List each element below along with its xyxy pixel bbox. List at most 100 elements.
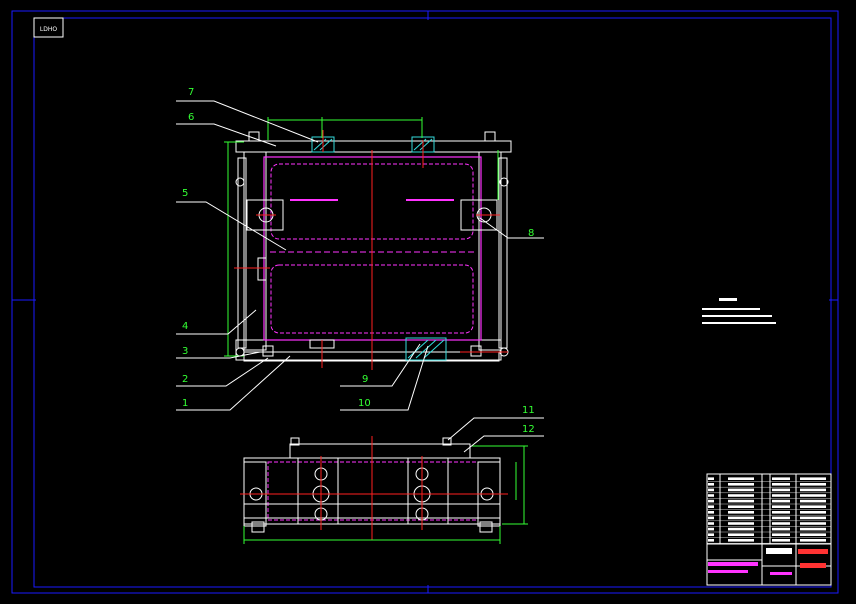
top-view-block: [297, 457, 339, 525]
left-clamp-block: [246, 199, 284, 231]
parts-row-cell: [728, 522, 754, 525]
parts-row-cell: [728, 516, 754, 520]
title-stamp-magenta: [770, 572, 792, 575]
parts-row-cell: [708, 494, 714, 497]
parts-row-cell: [800, 494, 826, 497]
parts-list-frame: [706, 473, 832, 586]
parts-row-cell: [800, 488, 826, 492]
leader-9: [340, 343, 421, 387]
parts-row-cell: [728, 494, 754, 497]
top-beam: [235, 140, 512, 153]
parts-row-cell: [708, 533, 714, 536]
leader-lines: [176, 100, 544, 453]
corner-tag-box: [33, 17, 64, 38]
parts-row-cell: [800, 483, 826, 486]
callout-11: 11: [522, 405, 535, 416]
top-view-block: [407, 457, 449, 525]
outer-frame: [11, 10, 839, 594]
title-stamp-red: [798, 549, 828, 554]
callout-labels: 7 6 5 4 3 2 1 8 9 10 11 12: [182, 87, 535, 435]
parts-row-cell: [800, 522, 826, 525]
parts-row-cell: [772, 539, 790, 542]
parts-row-cell: [728, 488, 754, 492]
leader-11: [447, 417, 544, 441]
leader-12: [463, 435, 544, 453]
parts-row-cell: [800, 505, 826, 508]
top-view-foot: [251, 521, 265, 533]
callout-10: 10: [358, 398, 371, 409]
parts-row-cell: [708, 483, 714, 486]
clamp-hatch: [419, 138, 433, 151]
parts-row-cell: [800, 533, 826, 536]
notes-line-bar: [702, 322, 776, 324]
parts-row-cell: [708, 505, 714, 508]
front-view: [224, 117, 512, 370]
right-side-plate: [498, 157, 508, 349]
parts-row-cell: [800, 539, 826, 542]
bottom-support: [405, 337, 447, 361]
title-stamp-magenta: [708, 570, 748, 573]
parts-row-cell: [800, 527, 826, 531]
base-bolt-right: [470, 345, 482, 357]
side-bolt: [235, 347, 245, 357]
parts-row-cell: [772, 505, 790, 508]
parts-row-cell: [708, 488, 714, 492]
top-view-bolt: [290, 437, 300, 446]
parts-row-cell: [728, 499, 754, 503]
parts-row-cell: [728, 505, 754, 508]
parts-row-cell: [708, 499, 714, 503]
right-column: [478, 151, 502, 351]
parts-row-cell: [772, 533, 790, 536]
leader-5: [176, 201, 287, 251]
parts-row-cell: [728, 511, 754, 514]
parts-row-cell: [708, 516, 714, 520]
top-view-beam: [289, 443, 471, 459]
base-bolt-left: [262, 345, 274, 357]
support-hatch: [423, 339, 445, 359]
parts-row-cell: [772, 499, 790, 503]
parts-row-cell: [772, 511, 790, 514]
inner-frame: [33, 17, 832, 588]
base-plate: [235, 339, 502, 361]
callout-7: 7: [188, 87, 194, 98]
leader-8: [479, 217, 544, 239]
leader-10: [340, 345, 429, 411]
side-latch: [257, 257, 267, 281]
top-bolt-right: [484, 131, 496, 142]
notes-line-bar: [702, 315, 772, 317]
callout-12: 12: [522, 424, 535, 435]
parts-row-cell: [800, 499, 826, 503]
parts-row-cell: [772, 522, 790, 525]
support-hatch: [407, 339, 429, 359]
leader-1: [176, 355, 291, 411]
parts-row-cell: [772, 483, 790, 486]
callout-6: 6: [188, 112, 194, 123]
side-bolt: [235, 177, 245, 187]
leader-7: [176, 100, 319, 143]
callout-3: 3: [182, 346, 188, 357]
parts-row-cell: [728, 483, 754, 486]
leader-2: [176, 357, 269, 387]
title-block: [706, 473, 832, 586]
parts-row-cell: [708, 539, 714, 542]
left-column: [243, 151, 267, 351]
callout-9: 9: [362, 374, 368, 385]
top-view-bolt: [442, 437, 452, 446]
parts-row-cell: [800, 477, 826, 480]
callout-5: 5: [182, 188, 188, 199]
technical-notes: [702, 298, 776, 324]
top-view-foot: [479, 521, 493, 533]
parts-row-cell: [708, 477, 714, 480]
parts-row-cell: [772, 494, 790, 497]
parts-row-cell: [708, 511, 714, 514]
parts-row-cell: [728, 477, 754, 480]
corner-tag: LDHO: [40, 26, 57, 33]
notes-heading-bar: [719, 298, 737, 301]
parts-row-cell: [800, 511, 826, 514]
clamp-hatch: [413, 138, 427, 151]
parts-list-rows: [707, 477, 831, 544]
leader-4: [176, 309, 257, 335]
notes-line-bar: [702, 308, 760, 310]
title-stamp-magenta: [708, 562, 758, 566]
support-hatch: [415, 339, 437, 359]
